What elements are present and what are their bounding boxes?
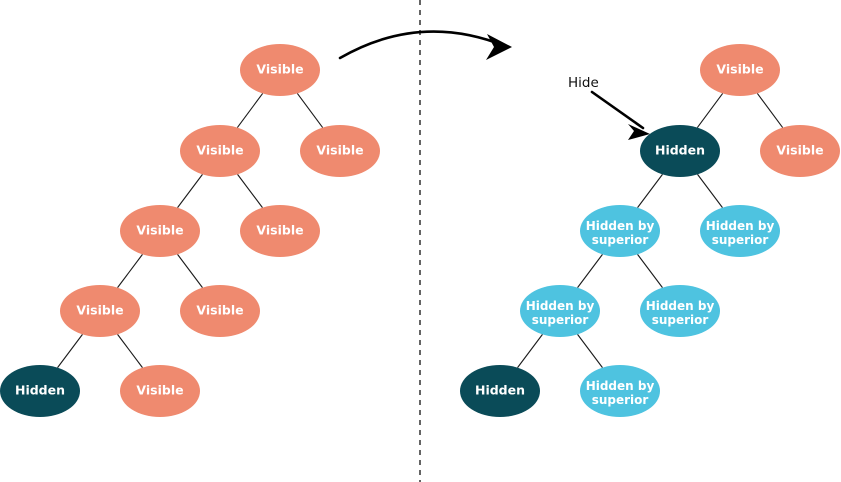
node-label: Visible	[256, 223, 303, 238]
node-label-line: superior	[652, 312, 709, 326]
node-ellipse	[700, 205, 780, 257]
transition-arrow-curve	[338, 30, 507, 60]
node-label-line: Hidden by	[706, 218, 775, 232]
node-ellipse	[300, 125, 380, 177]
node-ellipse	[180, 125, 260, 177]
node-ellipse	[120, 365, 200, 417]
node-label: Visible	[76, 303, 123, 318]
tree-edge	[517, 334, 543, 368]
node-ellipse	[640, 285, 720, 337]
tree-edge	[117, 254, 143, 288]
tree-node-visible[interactable]: Visible	[240, 44, 320, 96]
node-label: Hidden	[15, 383, 65, 398]
tree-node-visible[interactable]: Visible	[240, 205, 320, 257]
tree-node-hidden[interactable]: Hidden	[640, 125, 720, 177]
node-label: Visible	[776, 143, 823, 158]
tree-edge	[756, 93, 784, 128]
node-label-line: superior	[532, 312, 589, 326]
node-ellipse	[520, 285, 600, 337]
tree-edge	[697, 174, 723, 208]
tree-node-hidden[interactable]: Hidden	[460, 365, 540, 417]
node-ellipse	[0, 365, 80, 417]
tree-edge	[577, 334, 603, 368]
node-ellipse	[460, 365, 540, 417]
node-ellipse	[760, 125, 840, 177]
node-label: Visible	[136, 383, 183, 398]
node-ellipse	[240, 44, 320, 96]
node-label-line: superior	[592, 232, 649, 246]
node-label: Visible	[316, 143, 363, 158]
node-label: Hidden	[475, 383, 525, 398]
tree-node-visible[interactable]: Visible	[120, 365, 200, 417]
tree-node-visible[interactable]: Visible	[760, 125, 840, 177]
node-label-line: Hidden by	[526, 298, 595, 312]
node-label-line: Hidden by	[586, 218, 655, 232]
tree-edge	[237, 174, 263, 208]
node-label-line: superior	[592, 392, 649, 406]
tree-edge	[637, 254, 663, 288]
tree-edge	[177, 254, 203, 288]
node-label: Visible	[256, 62, 303, 77]
node-ellipse	[120, 205, 200, 257]
node-label: Visible	[196, 143, 243, 158]
node-label: Visible	[716, 62, 763, 77]
tree-edge	[577, 254, 603, 288]
tree-node-hidden[interactable]: Hidden	[0, 365, 80, 417]
hide-arrow-head-icon	[628, 124, 650, 140]
tree-edge	[177, 174, 203, 208]
node-label: Hidden	[655, 143, 705, 158]
tree-node-visible[interactable]: Visible	[120, 205, 200, 257]
node-ellipse	[580, 205, 660, 257]
node-label-line: superior	[712, 232, 769, 246]
tree-node-visible[interactable]: Visible	[300, 125, 380, 177]
node-ellipse	[240, 205, 320, 257]
tree-edge	[57, 334, 83, 368]
tree-node-visible[interactable]: Visible	[60, 285, 140, 337]
tree-edge	[696, 93, 724, 128]
node-label-line: Hidden by	[646, 298, 715, 312]
node-ellipse	[700, 44, 780, 96]
right-tree-edges	[517, 93, 784, 368]
tree-node-visible[interactable]: Visible	[700, 44, 780, 96]
node-label-line: Hidden by	[586, 378, 655, 392]
tree-edge	[637, 174, 663, 208]
node-label: Visible	[136, 223, 183, 238]
node-ellipse	[60, 285, 140, 337]
node-ellipse	[580, 365, 660, 417]
left-tree-edges	[57, 93, 324, 368]
hide-annotation-label: Hide	[568, 75, 599, 91]
hide-arrow-line	[590, 90, 645, 130]
node-ellipse	[180, 285, 260, 337]
tree-edge	[117, 334, 143, 368]
transition-arrow-head-icon	[486, 34, 512, 60]
tree-node-visible[interactable]: Visible	[180, 285, 260, 337]
tree-edge	[236, 93, 264, 128]
node-label: Visible	[196, 303, 243, 318]
node-ellipse	[640, 125, 720, 177]
tree-edge	[296, 93, 324, 128]
tree-node-visible[interactable]: Visible	[180, 125, 260, 177]
